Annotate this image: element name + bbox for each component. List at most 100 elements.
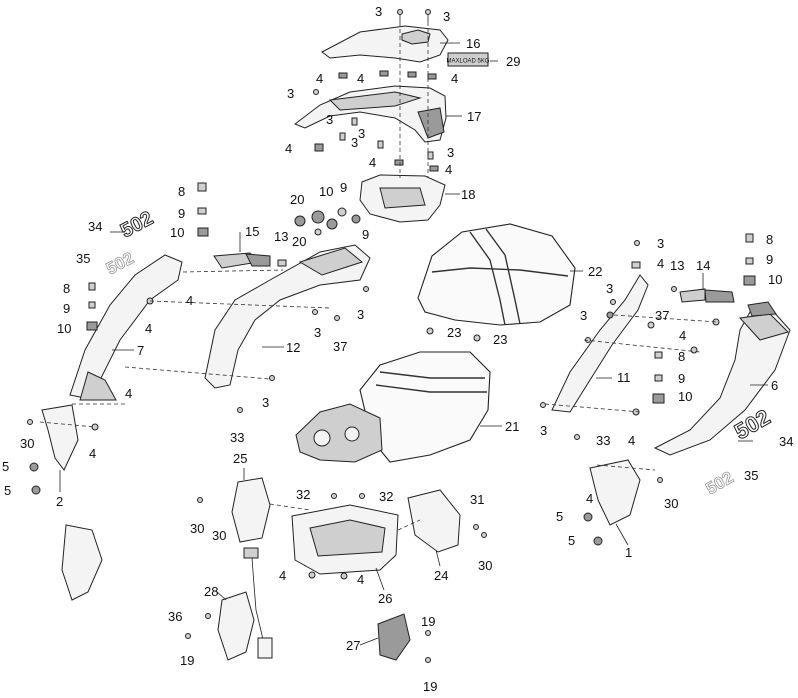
callout-29: 29 bbox=[506, 54, 520, 69]
callout-4: 4 bbox=[279, 568, 286, 583]
part-14-grip bbox=[679, 288, 706, 303]
callout-5: 5 bbox=[568, 533, 575, 548]
callout-32: 32 bbox=[379, 489, 393, 504]
fastener-23-right bbox=[473, 334, 481, 342]
leader-lines bbox=[59, 42, 768, 646]
callout-30: 30 bbox=[190, 521, 204, 536]
part-27-plate bbox=[377, 613, 411, 661]
callout-4: 4 bbox=[89, 446, 96, 461]
callout-4: 4 bbox=[679, 328, 686, 343]
callout-36: 36 bbox=[168, 609, 182, 624]
callout-1: 1 bbox=[625, 545, 632, 560]
fastener-group-top bbox=[294, 9, 439, 236]
assembly-lines bbox=[39, 22, 719, 531]
callout-30: 30 bbox=[212, 528, 226, 543]
callout-3: 3 bbox=[351, 135, 358, 150]
callout-4: 4 bbox=[186, 293, 193, 308]
callout-4: 4 bbox=[586, 491, 593, 506]
callout-9: 9 bbox=[678, 371, 685, 386]
callout-3: 3 bbox=[326, 112, 333, 127]
callout-3: 3 bbox=[358, 126, 365, 141]
callout-5: 5 bbox=[4, 483, 11, 498]
callout-33: 33 bbox=[596, 433, 610, 448]
callout-21: 21 bbox=[505, 419, 519, 434]
fastener-23-left bbox=[426, 327, 434, 335]
callout-labels: 3 3 16 29 4 4 4 3 17 3 3 4 3 3 4 4 8 10 … bbox=[2, 4, 793, 694]
part-21-seat-base bbox=[295, 403, 383, 463]
callout-25: 25 bbox=[233, 451, 247, 466]
callout-30: 30 bbox=[478, 558, 492, 573]
callout-14: 14 bbox=[696, 258, 710, 273]
callout-7: 7 bbox=[137, 343, 144, 358]
callout-18: 18 bbox=[461, 187, 475, 202]
callout-4: 4 bbox=[145, 321, 152, 336]
callout-4: 4 bbox=[628, 433, 635, 448]
callout-3: 3 bbox=[447, 145, 454, 160]
callout-8: 8 bbox=[63, 281, 70, 296]
callout-3: 3 bbox=[540, 423, 547, 438]
logo-decal-left-shadow: 502 bbox=[103, 248, 137, 278]
fastener-group-left bbox=[27, 182, 369, 495]
callout-3: 3 bbox=[443, 9, 450, 24]
callout-2: 2 bbox=[56, 494, 63, 509]
callout-8: 8 bbox=[766, 232, 773, 247]
callout-3: 3 bbox=[357, 307, 364, 322]
fastener-group-lower bbox=[185, 493, 487, 663]
callout-23: 23 bbox=[493, 332, 507, 347]
callout-8: 8 bbox=[178, 184, 185, 199]
callout-34: 34 bbox=[88, 219, 102, 234]
fastener-group-right bbox=[540, 233, 756, 546]
callout-37: 37 bbox=[655, 308, 669, 323]
part-16-rack-cover bbox=[321, 25, 449, 63]
callout-31: 31 bbox=[470, 492, 484, 507]
callout-24: 24 bbox=[434, 568, 448, 583]
callout-9: 9 bbox=[63, 301, 70, 316]
callout-4: 4 bbox=[316, 71, 323, 86]
callout-19: 19 bbox=[421, 614, 435, 629]
callout-32: 32 bbox=[296, 487, 310, 502]
part-25-lower-cover bbox=[231, 477, 271, 543]
callout-3: 3 bbox=[375, 4, 382, 19]
callout-10: 10 bbox=[319, 184, 333, 199]
callout-5: 5 bbox=[2, 459, 9, 474]
callout-13: 13 bbox=[274, 229, 288, 244]
callout-4: 4 bbox=[657, 256, 664, 271]
callout-20: 20 bbox=[292, 234, 306, 249]
callout-12: 12 bbox=[286, 340, 300, 355]
part-22-rear-seat bbox=[417, 223, 576, 326]
callout-9: 9 bbox=[178, 206, 185, 221]
callout-11: 11 bbox=[617, 370, 631, 385]
callout-23: 23 bbox=[447, 325, 461, 340]
callout-4: 4 bbox=[125, 386, 132, 401]
callout-10: 10 bbox=[57, 321, 71, 336]
callout-8: 8 bbox=[678, 349, 685, 364]
part-24-lower-bracket bbox=[407, 489, 461, 553]
callout-4: 4 bbox=[357, 71, 364, 86]
callout-9: 9 bbox=[766, 252, 773, 267]
callout-33: 33 bbox=[230, 430, 244, 445]
callout-16: 16 bbox=[466, 36, 480, 51]
callout-6: 6 bbox=[771, 378, 778, 393]
callout-15: 15 bbox=[245, 224, 259, 239]
part-28-mount-plate bbox=[217, 591, 255, 661]
callout-3: 3 bbox=[314, 325, 321, 340]
callout-3: 3 bbox=[606, 281, 613, 296]
callout-26: 26 bbox=[378, 591, 392, 606]
part-29-load-plate bbox=[447, 52, 489, 67]
part-2-left-bracket bbox=[41, 404, 79, 471]
callout-27: 27 bbox=[346, 638, 360, 653]
callout-10: 10 bbox=[768, 272, 782, 287]
callout-3: 3 bbox=[287, 86, 294, 101]
callout-9: 9 bbox=[340, 180, 347, 195]
callout-10: 10 bbox=[678, 389, 692, 404]
callout-17: 17 bbox=[467, 109, 481, 124]
callout-4: 4 bbox=[285, 141, 292, 156]
callout-10: 10 bbox=[170, 225, 184, 240]
callout-28: 28 bbox=[204, 584, 218, 599]
part-11-right-rail bbox=[551, 274, 649, 413]
callout-9: 9 bbox=[362, 227, 369, 242]
callout-20: 20 bbox=[290, 192, 304, 207]
callout-30: 30 bbox=[664, 496, 678, 511]
callout-19: 19 bbox=[423, 679, 437, 694]
